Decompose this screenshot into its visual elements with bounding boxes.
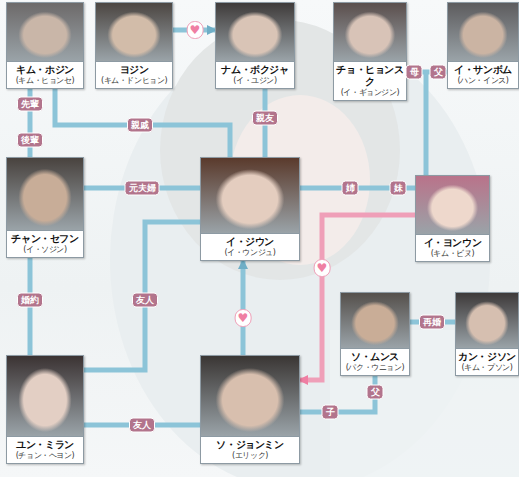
actor-name: (キム・ヒョンセ) <box>7 76 83 88</box>
relation-label: 妹 <box>390 181 407 196</box>
actor-name: (イ・ユジン) <box>216 76 294 88</box>
portrait-photo <box>96 3 172 62</box>
relation-line <box>300 215 415 380</box>
family-line <box>424 72 429 188</box>
character-name: チャン・セフン <box>7 231 83 245</box>
actor-name: (パク・ウニョン) <box>341 363 409 375</box>
character-card: イ・ヨンウン(キム・ビヌ) <box>415 175 490 262</box>
relation-label: 再婚 <box>419 315 445 330</box>
relation-label: 親戚 <box>127 118 153 133</box>
character-name: ユン・ミラン <box>7 437 83 451</box>
character-card: ヨジン(キム・ドンヒョン) <box>95 2 173 89</box>
relation-label: 子 <box>322 405 339 420</box>
portrait-photo <box>201 356 299 437</box>
actor-name: (エリック) <box>201 451 299 463</box>
actor-name: (イ・ギョンジン) <box>334 88 406 100</box>
portrait-photo <box>201 158 299 234</box>
relation-label: 父 <box>367 385 384 400</box>
character-card: イ・サンボム(ハン・インス) <box>447 2 519 89</box>
character-name: イ・ジウン <box>201 234 299 248</box>
actor-name: (キム・プソン) <box>456 363 518 375</box>
actor-name: (キム・ドンヒョン) <box>96 76 172 88</box>
faded-shoulder <box>330 330 519 477</box>
character-card: チャン・セフン(イ・ソジン) <box>6 157 84 258</box>
love-mark: ♥ <box>235 309 252 327</box>
actor-name: (キム・ビヌ) <box>416 249 489 261</box>
portrait-photo <box>334 3 406 62</box>
relation-label: 母 <box>406 65 423 80</box>
actor-name: (ハン・インス) <box>448 76 518 88</box>
relation-label: 姉 <box>342 181 359 196</box>
relation-line <box>241 261 246 355</box>
character-card: ユン・ミラン(チョン・ヘヨン) <box>6 355 84 464</box>
character-name: イ・ヨンウン <box>416 235 489 249</box>
portrait-photo <box>448 3 518 62</box>
actor-name: (チョン・ヘヨン) <box>7 451 83 463</box>
relation-label: 元夫婦 <box>125 181 160 196</box>
character-name: チョ・ヒョンスク <box>334 62 406 88</box>
character-card: ソ・ジョンミン(エリック) <box>200 355 300 464</box>
love-mark: ♥ <box>314 259 331 277</box>
relation-label: 先輩 <box>17 97 43 112</box>
portrait-photo <box>7 356 83 437</box>
character-name: カン・ジソン <box>456 349 518 363</box>
character-card: ソ・ムンス(パク・ウニョン) <box>340 292 410 376</box>
relation-label: 婚約 <box>17 293 43 308</box>
portrait-photo <box>341 293 409 349</box>
love-mark: ♥ <box>187 21 204 39</box>
relation-label: 友人 <box>132 293 158 308</box>
character-card: イ・ジウン(イ・ウンジュ) <box>200 157 300 261</box>
character-card: カン・ジソン(キム・プソン) <box>455 292 519 376</box>
relation-label: 父 <box>430 65 447 80</box>
actor-name: (イ・ソジン) <box>7 245 83 257</box>
character-name: ソ・ムンス <box>341 349 409 363</box>
relation-line <box>84 222 200 370</box>
character-name: キム・ホジン <box>7 62 83 76</box>
character-name: イ・サンボム <box>448 62 518 76</box>
relation-label: 親友 <box>252 111 278 126</box>
character-name: ヨジン <box>96 62 172 76</box>
portrait-photo <box>216 3 294 62</box>
portrait-photo <box>7 158 83 231</box>
relation-label: 友人 <box>129 418 155 433</box>
relation-line <box>55 89 230 157</box>
character-card: チョ・ヒョンスク(イ・ギョンジン) <box>333 2 407 101</box>
portrait-photo <box>456 293 518 349</box>
character-name: ソ・ジョンミン <box>201 437 299 451</box>
portrait-photo <box>7 3 83 62</box>
actor-name: (イ・ウンジュ) <box>201 248 299 260</box>
character-card: キム・ホジン(キム・ヒョンセ) <box>6 2 84 89</box>
portrait-photo <box>416 176 489 235</box>
character-name: ナム・ボクジャ <box>216 62 294 76</box>
character-card: ナム・ボクジャ(イ・ユジン) <box>215 2 295 89</box>
relation-label: 後輩 <box>17 133 43 148</box>
